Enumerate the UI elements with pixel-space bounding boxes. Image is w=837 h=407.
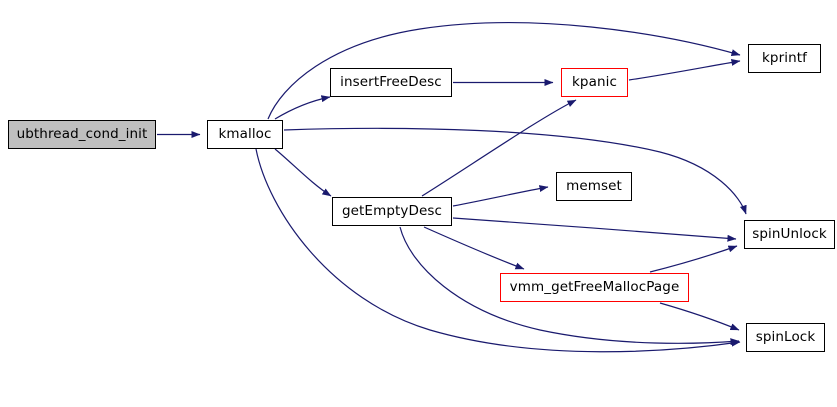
node-kmalloc[interactable]: kmalloc: [207, 120, 283, 149]
node-label: memset: [566, 177, 622, 194]
node-label: spinLock: [755, 328, 816, 345]
edge-getEmptyDesc-memset: [452, 185, 549, 207]
node-label: vmm_getFreeMallocPage: [509, 278, 680, 295]
node-kprintf[interactable]: kprintf: [748, 44, 821, 73]
node-label: kmalloc: [218, 125, 272, 142]
edge-kpanic-kprintf: [628, 58, 741, 81]
node-insert-free-desc[interactable]: insertFreeDesc: [330, 68, 452, 97]
node-vmm-get-free-malloc-page[interactable]: vmm_getFreeMallocPage: [500, 273, 689, 302]
node-spin-lock[interactable]: spinLock: [746, 323, 825, 352]
edge-vmm_getFreeMallocPage-spinLock: [659, 302, 740, 331]
edge-getEmptyDesc-kpanic: [421, 99, 577, 197]
node-label: spinUnlock: [752, 225, 827, 242]
node-label: insertFreeDesc: [340, 73, 442, 90]
node-kpanic[interactable]: kpanic: [561, 68, 628, 97]
node-ubthread-cond-init[interactable]: ubthread_cond_init: [8, 120, 156, 149]
edge-getEmptyDesc-spinUnlock: [452, 217, 737, 242]
node-spin-unlock[interactable]: spinUnlock: [744, 220, 835, 249]
node-get-empty-desc[interactable]: getEmptyDesc: [332, 197, 452, 226]
node-label: getEmptyDesc: [341, 202, 443, 219]
node-label: ubthread_cond_init: [16, 125, 148, 142]
edge-kmalloc-getEmptyDesc: [274, 148, 332, 197]
node-label: kprintf: [762, 49, 807, 66]
edge-kmalloc-spinLock: [255, 148, 741, 353]
edge-getEmptyDesc-vmm_getFreeMallocPage: [423, 226, 525, 270]
node-memset[interactable]: memset: [556, 172, 632, 201]
edge-kmalloc-insertFreeDesc: [274, 95, 331, 120]
edge-vmm_getFreeMallocPage-spinUnlock: [649, 245, 738, 273]
node-label: kpanic: [572, 73, 617, 90]
